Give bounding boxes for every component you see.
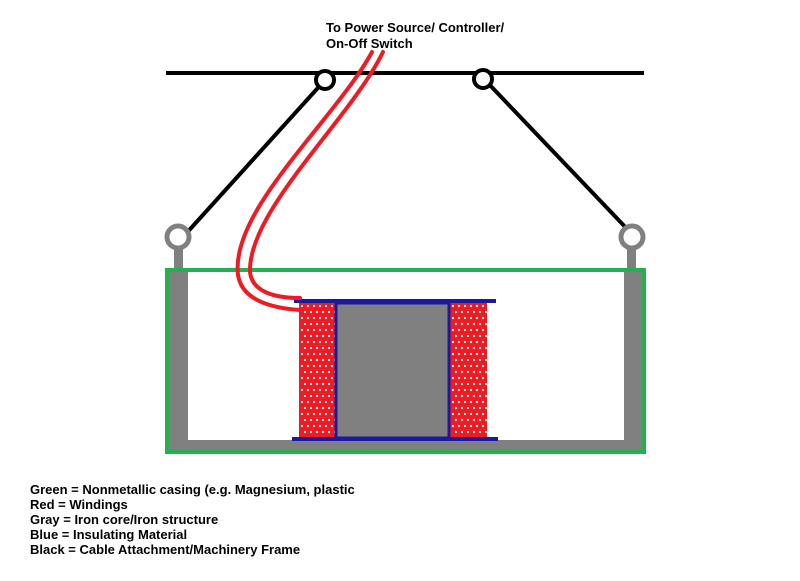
legend-item-frame: Black = Cable Attachment/Machinery Frame	[30, 542, 300, 557]
winding-right	[450, 303, 487, 438]
power-source-label-line2: On-Off Switch	[326, 36, 413, 51]
winding-right-coil-pattern	[451, 304, 488, 434]
iron-structure	[168, 270, 644, 450]
beam-ring-right	[472, 68, 494, 90]
lifting-eye-left	[164, 223, 192, 270]
legend-item-windings: Red = Windings	[30, 497, 128, 512]
nonmetallic-casing	[165, 268, 646, 454]
beam-ring-left	[314, 69, 336, 91]
lifting-eye-right	[618, 223, 646, 270]
winding-left	[299, 303, 336, 438]
power-source-label-line1: To Power Source/ Controller/	[326, 20, 505, 35]
legend: Green = Nonmetallic casing (e.g. Magnesi…	[30, 482, 355, 557]
legend-item-casing: Green = Nonmetallic casing (e.g. Magnesi…	[30, 482, 355, 497]
power-leads	[235, 50, 385, 312]
cable-right	[483, 78, 632, 234]
legend-item-insulation: Blue = Insulating Material	[30, 527, 187, 542]
iron-core	[334, 301, 451, 440]
cable-left	[181, 78, 327, 239]
legend-item-iron: Gray = Iron core/Iron structure	[30, 512, 218, 527]
